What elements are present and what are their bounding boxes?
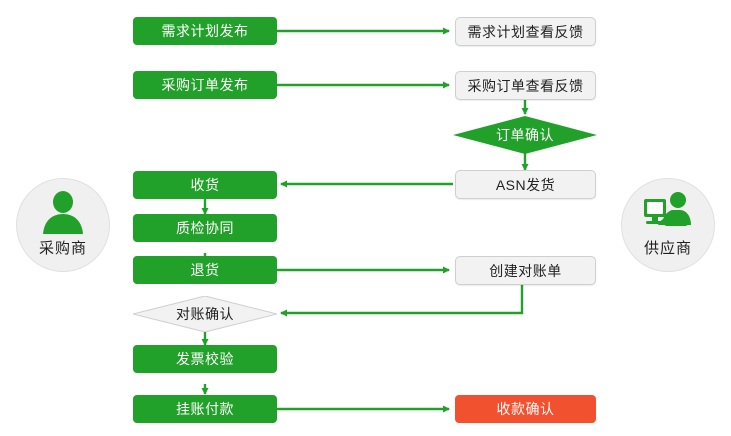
node-invoice-verify[interactable]: 发票校验 <box>133 345 277 373</box>
node-po-publish-label: 采购订单发布 <box>161 77 249 93</box>
node-quality-check-label: 质检协同 <box>176 220 234 236</box>
node-order-confirm[interactable]: 订单确认 <box>453 116 597 154</box>
person-icon <box>43 191 83 234</box>
diamond-shape-green <box>453 116 597 154</box>
node-create-statement-label: 创建对账单 <box>489 262 562 279</box>
node-po-publish[interactable]: 采购订单发布 <box>133 71 277 99</box>
node-create-statement[interactable]: 创建对账单 <box>455 256 596 285</box>
node-statement-confirm[interactable]: 对账确认 <box>133 296 277 332</box>
node-quality-check[interactable]: 质检协同 <box>133 214 277 242</box>
actor-supplier-label: 供应商 <box>643 240 692 257</box>
person-at-computer-icon <box>644 192 691 226</box>
node-payment-posting-label: 挂账付款 <box>176 401 234 417</box>
actor-buyer: 采购商 <box>16 178 110 272</box>
node-po-feedback-label: 采购订单查看反馈 <box>467 77 584 94</box>
node-payment-posting[interactable]: 挂账付款 <box>133 395 277 423</box>
node-payment-receipt-confirm[interactable]: 收款确认 <box>455 395 596 423</box>
node-demand-plan-feedback-label: 需求计划查看反馈 <box>467 23 584 40</box>
node-demand-plan-feedback[interactable]: 需求计划查看反馈 <box>455 17 596 46</box>
node-return-goods[interactable]: 退货 <box>133 256 277 284</box>
node-asn-ship[interactable]: ASN发货 <box>455 170 596 199</box>
node-invoice-verify-label: 发票校验 <box>176 351 234 367</box>
node-receive-goods[interactable]: 收货 <box>133 171 277 199</box>
node-demand-plan-publish-label: 需求计划发布 <box>161 23 249 39</box>
actor-buyer-label: 采购商 <box>38 240 87 257</box>
diamond-shape-gray <box>133 296 277 332</box>
edge-statement-to-confirm <box>280 285 524 317</box>
node-po-feedback[interactable]: 采购订单查看反馈 <box>455 71 596 100</box>
node-demand-plan-publish[interactable]: 需求计划发布 <box>133 17 277 45</box>
node-receive-goods-label: 收货 <box>190 177 220 193</box>
node-statement-confirm-label: 对账确认 <box>176 306 234 322</box>
actor-supplier: 供应商 <box>621 178 715 272</box>
node-payment-receipt-confirm-label: 收款确认 <box>496 401 555 417</box>
node-order-confirm-label: 订单确认 <box>496 127 554 143</box>
node-return-goods-label: 退货 <box>190 262 220 278</box>
node-asn-ship-label: ASN发货 <box>495 176 556 193</box>
